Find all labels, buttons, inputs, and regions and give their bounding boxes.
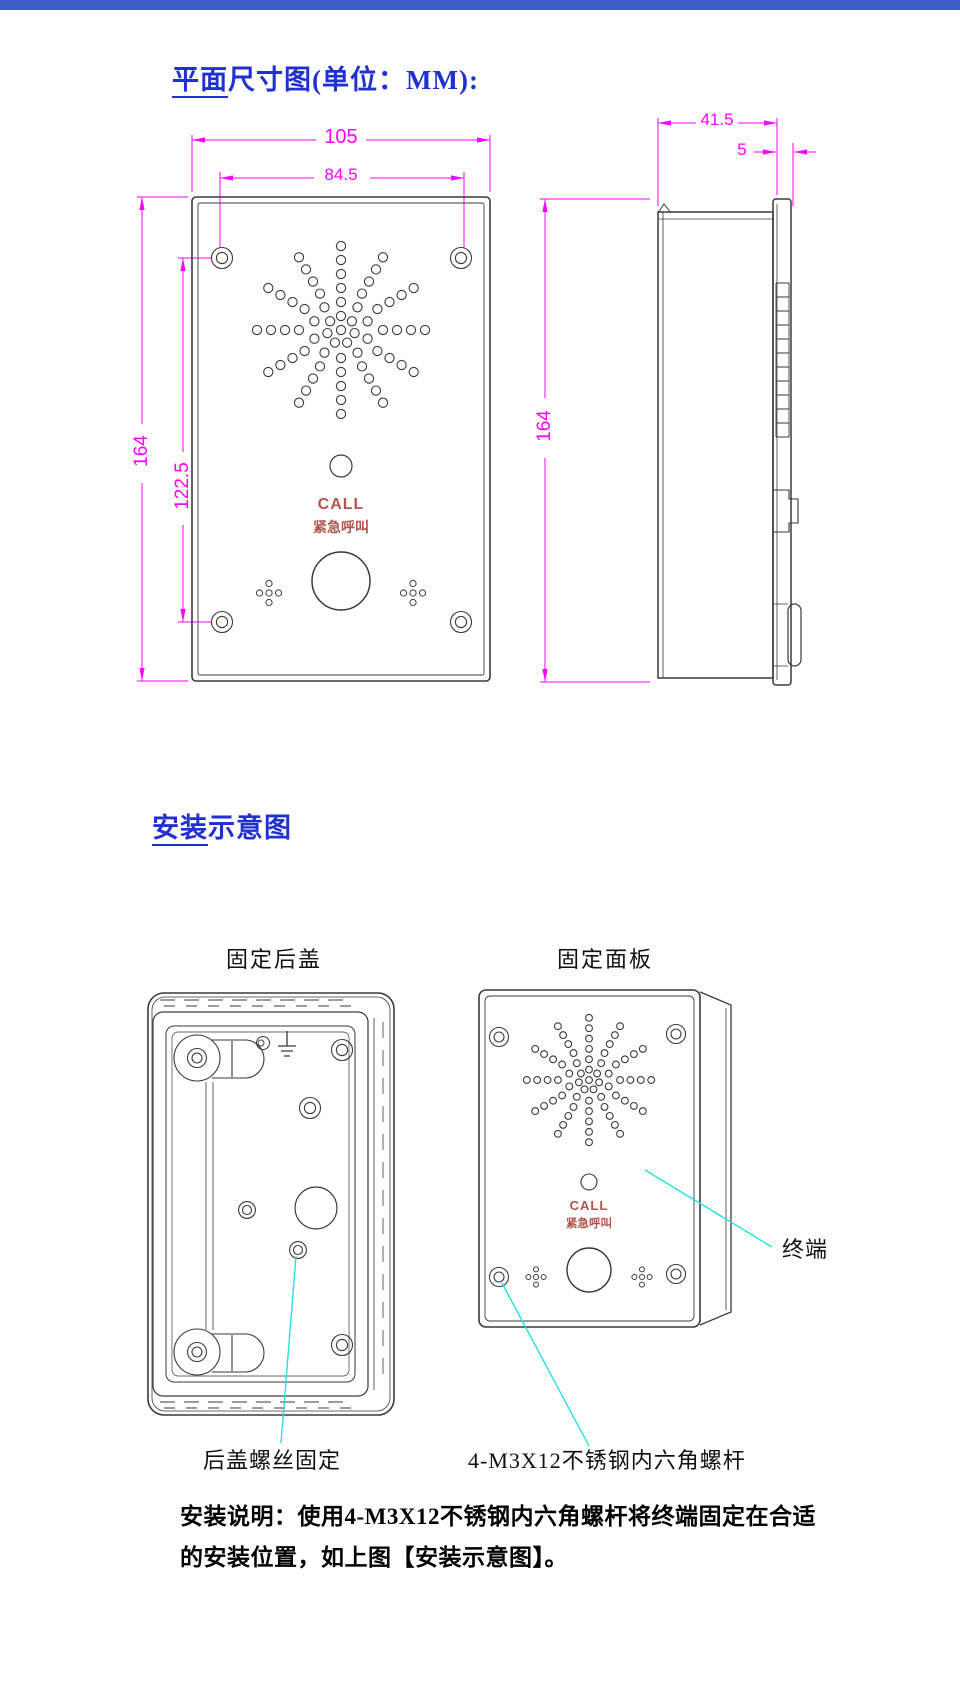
panel-screw xyxy=(488,1026,510,1048)
install-note-line1: 安装说明：使用4-M3X12不锈钢内六角螺杆将终端固定在合适 xyxy=(180,1504,816,1529)
plan-title-rest: 尺寸图(单位：MM): xyxy=(228,65,479,95)
panel-screw xyxy=(665,1263,687,1285)
front-view xyxy=(191,196,491,682)
cable-hole xyxy=(294,1186,338,1230)
ground-stud xyxy=(256,1036,270,1050)
call-button-panel xyxy=(566,1247,612,1293)
keyhole-slot-top xyxy=(173,1034,265,1082)
leader-terminal xyxy=(644,1169,773,1248)
install-note-line2: 的安装位置，如上图【安装示意图】。 xyxy=(180,1545,568,1570)
plan-title-underlined: 平面 xyxy=(172,65,228,98)
keyhole-slot-bottom xyxy=(173,1328,265,1376)
screw-hole xyxy=(210,610,234,634)
call-button xyxy=(311,551,371,611)
rear-hole xyxy=(238,1201,256,1219)
bottom-divider-bar xyxy=(0,0,960,10)
side-channel xyxy=(205,1082,214,1330)
install-title-rest: 示意图 xyxy=(208,813,292,843)
call-cn-front: 紧急呼叫 xyxy=(313,521,369,536)
indicator-led-panel xyxy=(580,1173,598,1191)
annotation-rear-screw: 后盖螺丝固定 xyxy=(203,1448,342,1473)
rear-center-boss xyxy=(298,1096,322,1120)
rear-boss xyxy=(330,1333,354,1357)
side-button-bump xyxy=(787,603,802,667)
mic-holes-right-panel xyxy=(631,1266,653,1288)
dim-hole-spacing-h: 84.5 xyxy=(324,165,358,184)
indicator-led xyxy=(329,454,353,478)
install-note: 安装说明：使用4-M3X12不锈钢内六角螺杆将终端固定在合适 的安装位置，如上图… xyxy=(180,1496,816,1578)
plan-section-title: 平面尺寸图(单位：MM): xyxy=(172,58,479,98)
annotation-terminal: 终端 xyxy=(782,1237,829,1262)
rear-boss xyxy=(186,1047,208,1069)
leader-bolt xyxy=(501,1282,590,1447)
leader-lines xyxy=(280,1169,773,1447)
annotation-bolt-spec: 4-M3X12不锈钢内六角螺杆 xyxy=(468,1448,746,1473)
screw-hole xyxy=(449,610,473,634)
rear-boss xyxy=(186,1341,208,1363)
dim-hole-spacing-v: 122.5 xyxy=(172,462,193,510)
screw-hole xyxy=(449,246,473,270)
mic-holes-left-panel xyxy=(525,1266,547,1288)
panel-screw xyxy=(488,1266,510,1288)
install-title-underlined: 安装 xyxy=(152,813,208,846)
side-view xyxy=(657,198,802,686)
speaker-grille-panel xyxy=(522,1013,656,1147)
caption-rear-cover: 固定后盖 xyxy=(225,947,322,972)
caption-panel: 固定面板 xyxy=(556,947,653,972)
speaker-grille xyxy=(251,240,431,420)
rear-fixing-screw xyxy=(289,1241,307,1259)
dim-side-depth: 41.5 xyxy=(700,110,734,129)
side-vents xyxy=(775,282,790,438)
call-label-panel: CALL xyxy=(569,1198,609,1213)
panel-screw xyxy=(665,1023,687,1045)
call-label-front: CALL xyxy=(317,496,365,513)
dim-front-height: 164 xyxy=(131,435,152,467)
rear-boss xyxy=(330,1038,354,1062)
dimension-lines xyxy=(137,118,816,683)
leader-rear-screw xyxy=(280,1255,297,1444)
screw-hole xyxy=(210,246,234,270)
panel-view xyxy=(478,989,732,1328)
call-cn-panel: 紧急呼叫 xyxy=(566,1218,612,1230)
mic-holes-left xyxy=(255,579,283,607)
dim-front-width: 105 xyxy=(324,126,358,148)
install-section-title: 安装示意图 xyxy=(152,806,292,846)
side-connector-block xyxy=(773,489,799,533)
rear-cover-view xyxy=(147,992,395,1416)
ground-symbol xyxy=(278,1031,296,1057)
mic-holes-right xyxy=(399,579,427,607)
chamfer-hatching xyxy=(160,999,384,1409)
dim-side-height: 164 xyxy=(534,410,555,442)
dim-panel-thickness: 5 xyxy=(737,140,747,159)
